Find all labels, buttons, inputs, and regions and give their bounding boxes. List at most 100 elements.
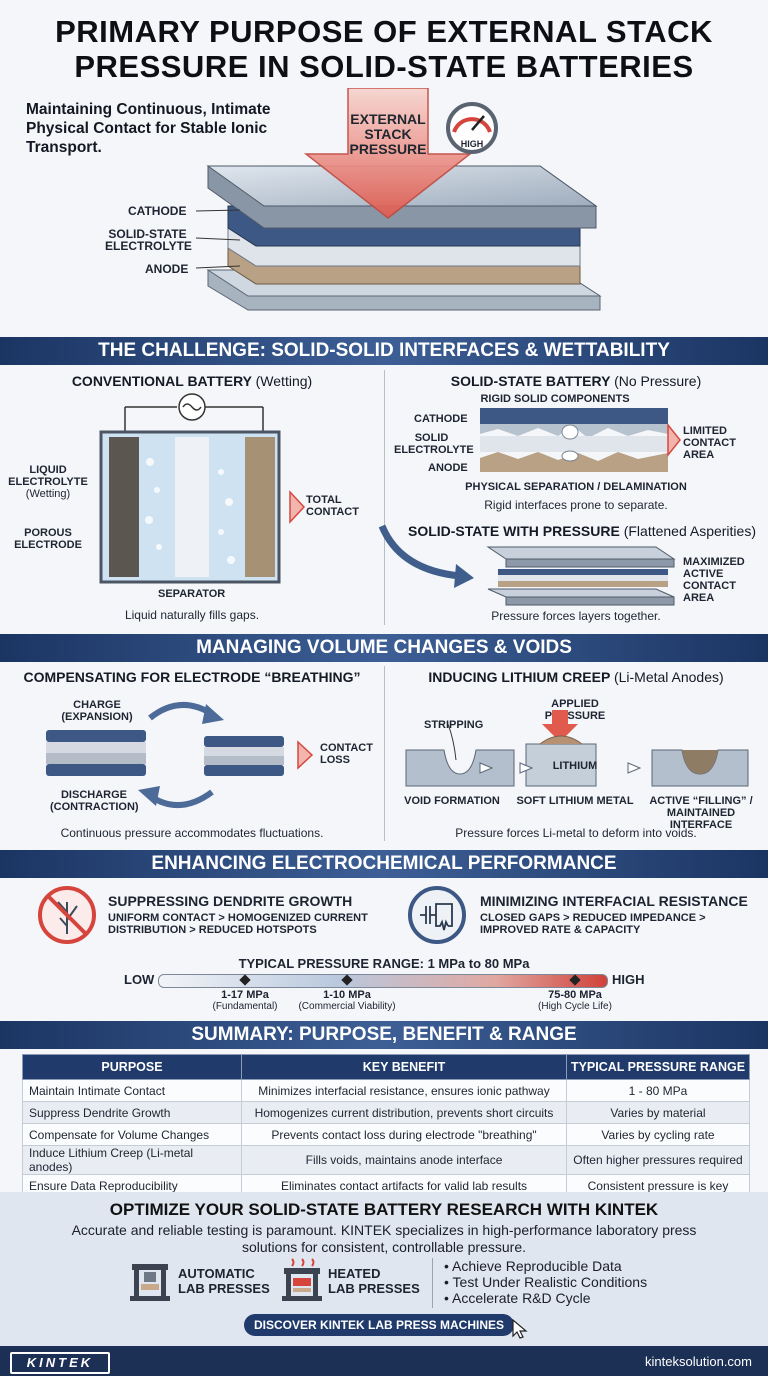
table-cell: Induce Lithium Creep (Li-metal anodes) [22, 1145, 242, 1175]
table-header-row: PURPOSE KEY BENEFIT TYPICAL PRESSURE RAN… [22, 1054, 750, 1080]
cta-bullet: • Accelerate R&D Cycle [444, 1290, 591, 1306]
lithium-creep-diagram [405, 710, 749, 787]
with-pressure-caption: Pressure forces layers together. [491, 609, 661, 623]
breathing-cycle-diagram [46, 701, 284, 809]
section-band-performance: ENHANCING ELECTROCHEMICAL PERFORMANCE [0, 850, 768, 878]
label-soft-lithium: SOFT LITHIUM METAL [516, 795, 634, 807]
range-marker-2-label: 1-10 MPa(Commercial Viability) [298, 989, 396, 1012]
range-marker-3-label: 75-80 MPa(High Cycle Life) [538, 989, 612, 1012]
table-cell: Varies by cycling rate [566, 1123, 750, 1146]
stack-label-cathode: CATHODE [128, 204, 187, 218]
cta-divider [432, 1258, 433, 1308]
table-row: Ensure Data Reproducibility Eliminates c… [22, 1174, 750, 1197]
table-cell: Consistent pressure is key [566, 1174, 750, 1197]
table-cell: Suppress Dendrite Growth [22, 1101, 242, 1124]
table-cell: Prevents contact loss during electrode "… [241, 1123, 567, 1146]
section-band-summary: SUMMARY: PURPOSE, BENEFIT & RANGE [0, 1021, 768, 1049]
cta-bullets: • Achieve Reproducible Data • Test Under… [444, 1258, 647, 1306]
limited-contact-arrow-icon [667, 423, 681, 457]
cursor-icon [512, 1318, 528, 1339]
no-pressure-caption: Rigid interfaces prone to separate. [484, 498, 668, 512]
table-cell: Varies by material [566, 1101, 750, 1124]
automatic-press-icon [130, 1264, 170, 1301]
stack-label-anode: ANODE [145, 262, 189, 276]
footer [0, 1346, 768, 1376]
section-divider [384, 666, 385, 841]
heated-press-icon [282, 1258, 322, 1301]
table-cell: Minimizes interfacial resistance, ensure… [241, 1079, 567, 1102]
table-header: PURPOSE [22, 1054, 242, 1080]
table-row: Suppress Dendrite Growth Homogenizes cur… [22, 1101, 750, 1124]
table-cell: Compensate for Volume Changes [22, 1123, 242, 1146]
label-void-formation: VOID FORMATION [404, 795, 500, 807]
with-pressure-stack-diagram [486, 546, 676, 606]
page-subtitle: Maintaining Continuous, Intimate Physica… [26, 101, 271, 156]
pressure-gauge-icon [446, 102, 498, 154]
label-discharge: DISCHARGE(CONTRACTION) [50, 789, 139, 813]
label-separation: PHYSICAL SEPARATION / DELAMINATION [465, 481, 687, 493]
table-cell: Fills voids, maintains anode interface [241, 1145, 567, 1175]
conventional-battery-title: CONVENTIONAL BATTERY (Wetting) [71, 373, 313, 389]
table-cell: Often higher pressures required [566, 1145, 750, 1175]
contact-loss-arrow-icon [297, 740, 314, 770]
conventional-battery-diagram [99, 393, 281, 584]
circuit-resistance-icon [408, 886, 466, 944]
total-contact-arrow-icon [289, 490, 306, 524]
page-title: PRIMARY PURPOSE OF EXTERNAL STACK PRESSU… [55, 14, 713, 84]
dendrite-title: SUPPRESSING DENDRITE GROWTH [108, 893, 353, 909]
table-cell: Homogenizes current distribution, preven… [241, 1101, 567, 1124]
hero-stack-illustration [195, 88, 602, 311]
no-dendrite-icon [38, 886, 96, 944]
cta-title: OPTIMIZE YOUR SOLID-STATE BATTERY RESEAR… [109, 1200, 659, 1219]
pressure-arrow-icon [303, 88, 473, 219]
section-band-challenge: THE CHALLENGE: SOLID-SOLID INTERFACES & … [0, 337, 768, 365]
table-cell: 1 - 80 MPa [566, 1079, 750, 1102]
table-cell: Maintain Intimate Contact [22, 1079, 242, 1102]
range-marker-1-label: 1-17 MPa(Fundamental) [212, 989, 278, 1012]
no-pressure-title: SOLID-STATE BATTERY (No Pressure) [450, 373, 702, 389]
discover-button[interactable]: DISCOVER KINTEK LAB PRESS MACHINES [244, 1314, 514, 1336]
range-low-label: LOW [124, 972, 155, 987]
resistance-text: CLOSED GAPS > REDUCED IMPEDANCE >IMPROVE… [480, 912, 706, 936]
table-row: Induce Lithium Creep (Li-metal anodes) F… [22, 1145, 750, 1175]
label-active-filling: ACTIVE “FILLING” /MAINTAINED INTERFACE [649, 795, 753, 831]
breathing-caption: Continuous pressure accommodates fluctua… [60, 826, 324, 840]
footer-url[interactable]: kinteksolution.com [645, 1354, 752, 1369]
table-row: Compensate for Volume Changes Prevents c… [22, 1123, 750, 1146]
cta-text: Accurate and reliable testing is paramou… [71, 1222, 697, 1255]
label-charge: CHARGE(EXPANSION) [61, 699, 133, 723]
summary-table: PURPOSE KEY BENEFIT TYPICAL PRESSURE RAN… [22, 1054, 750, 1197]
pressure-range-bar [158, 974, 608, 988]
gauge-label: HIGH [460, 139, 484, 149]
resistance-title: MINIMIZING INTERFACIAL RESISTANCE [480, 893, 748, 909]
range-high-label: HIGH [612, 972, 645, 987]
label-np-anode: ANODE [428, 462, 468, 474]
cta-bullet: • Achieve Reproducible Data [444, 1258, 622, 1274]
label-lithium: LITHIUM [552, 760, 598, 772]
label-stripping: STRIPPING [424, 719, 484, 731]
no-pressure-interface-diagram [480, 408, 668, 472]
with-pressure-title: SOLID-STATE WITH PRESSURE (Flattened Asp… [407, 523, 756, 539]
label-rigid-components: RIGID SOLID COMPONENTS [480, 393, 630, 405]
table-header: KEY BENEFIT [241, 1054, 567, 1080]
pressure-range-title: TYPICAL PRESSURE RANGE: 1 MPa to 80 MPa [238, 956, 530, 971]
transition-arrow-icon [378, 524, 474, 588]
table-cell: Eliminates contact artifacts for valid l… [241, 1174, 567, 1197]
table-header: TYPICAL PRESSURE RANGE [566, 1054, 750, 1080]
cta-bullet: • Test Under Realistic Conditions [444, 1274, 648, 1290]
section-band-volume: MANAGING VOLUME CHANGES & VOIDS [0, 634, 768, 662]
conventional-caption: Liquid naturally fills gaps. [124, 608, 260, 622]
creep-caption: Pressure forces Li-metal to deform into … [455, 826, 697, 840]
kintek-logo: KINTEK [10, 1352, 110, 1374]
